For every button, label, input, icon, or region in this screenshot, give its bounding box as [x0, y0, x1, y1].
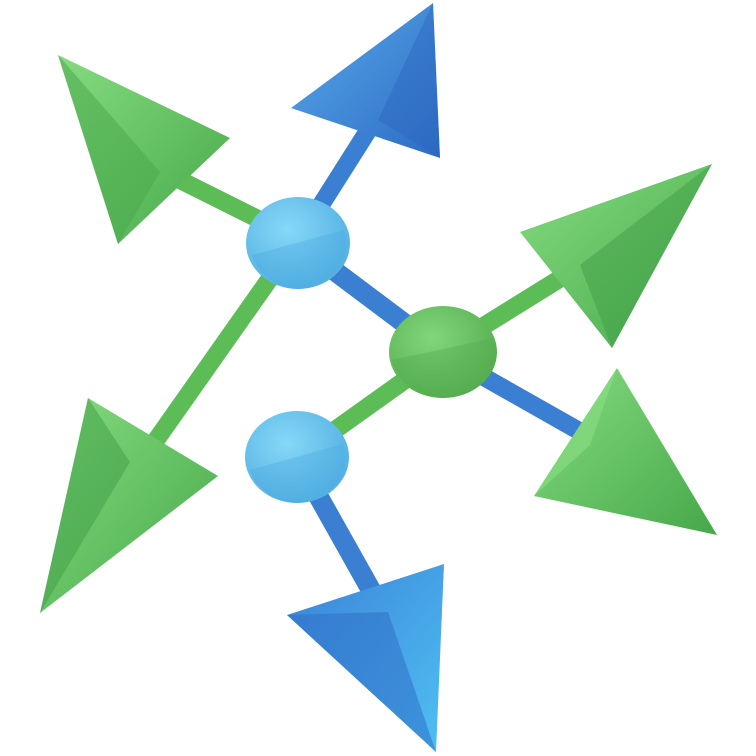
lower-node: [245, 411, 349, 503]
arrow-right: [520, 164, 712, 348]
nodes: [245, 197, 497, 503]
arrowheads: [40, 3, 717, 752]
shafts: [126, 109, 604, 625]
center-node: [389, 306, 497, 398]
top-node: [246, 197, 350, 289]
arrow-top: [291, 3, 440, 158]
shaft-bottom-left: [126, 241, 299, 479]
arrow-bottom-right: [534, 368, 717, 535]
arrow-bottom-left: [40, 398, 218, 613]
arrow-top-left: [58, 55, 230, 244]
arrow-bottom: [287, 564, 444, 752]
